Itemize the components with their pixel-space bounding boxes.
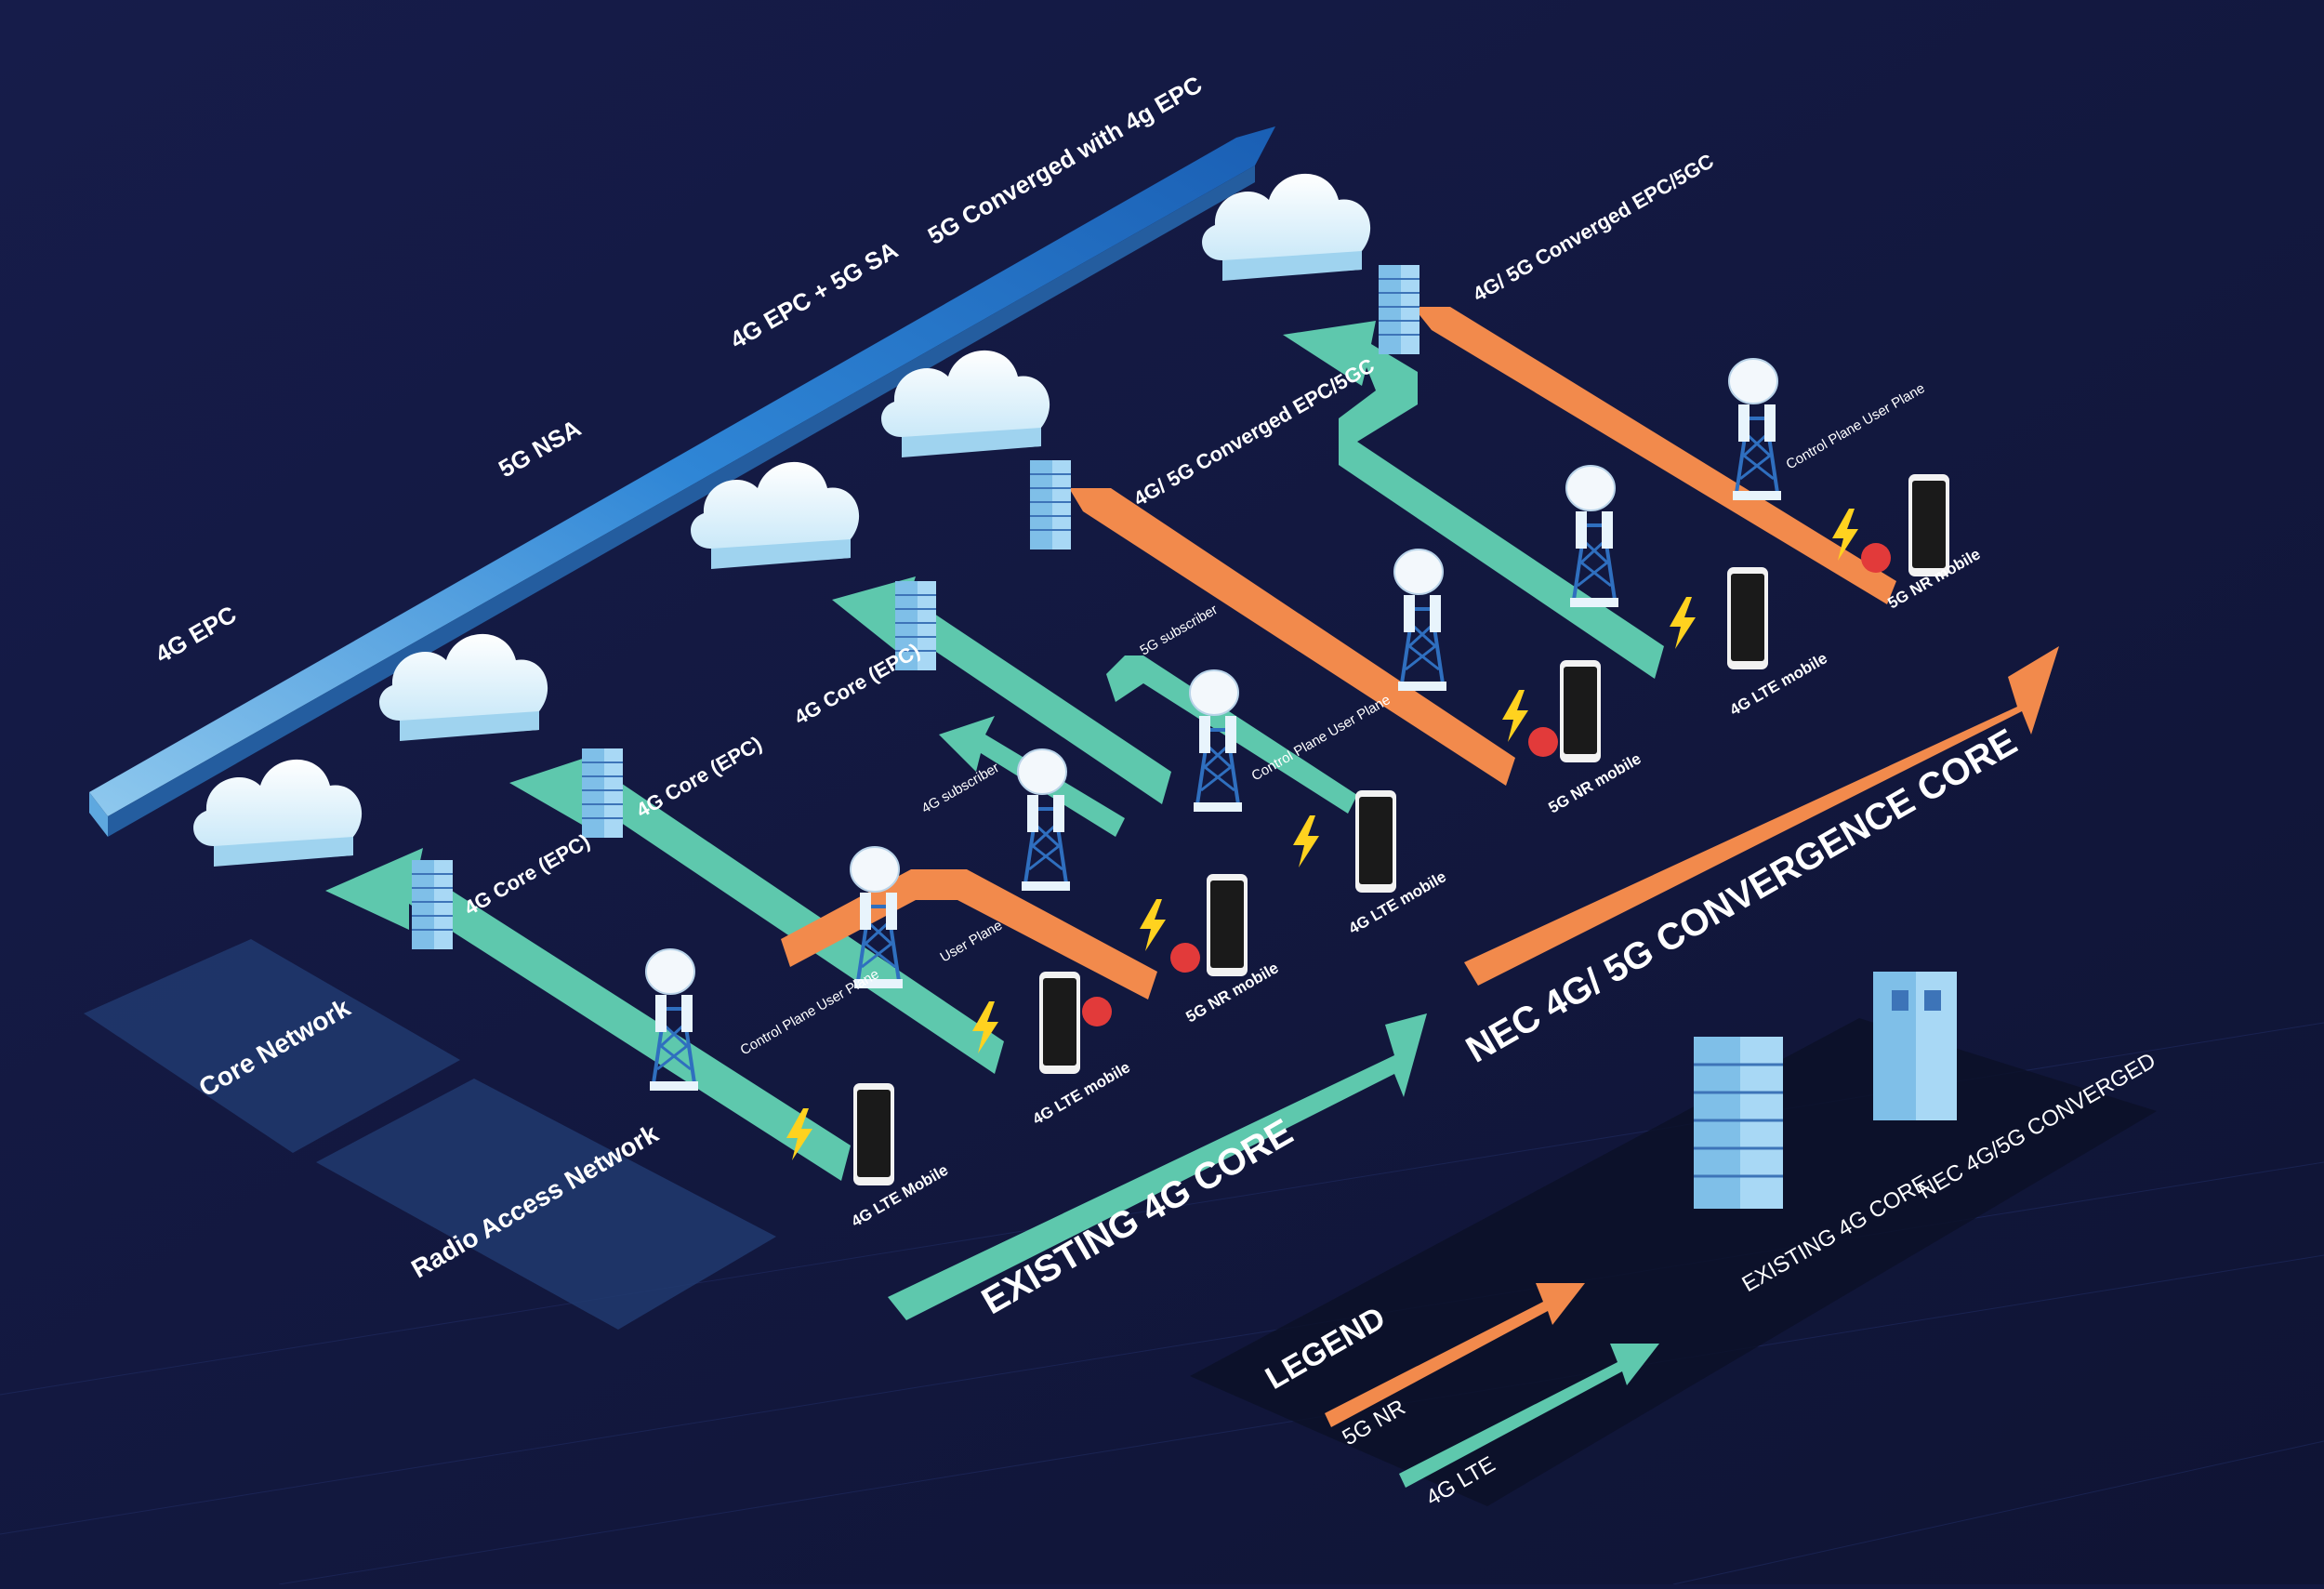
legend-panel [1190, 1018, 2157, 1506]
nr-badge-icon [1861, 543, 1891, 573]
phone-icon [1039, 972, 1080, 1074]
nr-badge-icon [1170, 943, 1200, 973]
legend-lte-arrow [1399, 1344, 1659, 1488]
nec-convergence-core-arrow [1464, 646, 2059, 986]
nr-badge-icon [1082, 997, 1112, 1026]
legend-existing-core-icon [1694, 1037, 1783, 1209]
phone-icon [1908, 474, 1949, 576]
server-icon [581, 748, 624, 839]
phone-icon [1560, 660, 1601, 762]
phone-icon [1727, 567, 1768, 669]
phone-icon [1355, 790, 1396, 893]
server-icon [411, 859, 454, 950]
radio-access-network-zone [316, 1079, 776, 1330]
existing-4g-core-arrow [888, 1013, 1427, 1320]
server-icon [1378, 264, 1420, 355]
phone-icon [1207, 874, 1248, 976]
phone-icon [853, 1083, 894, 1185]
legend-nec-converged-icon [1873, 972, 1957, 1120]
server-icon [1029, 459, 1072, 550]
nr-badge-icon [1528, 727, 1558, 757]
evolution-timeline [89, 126, 1275, 837]
legend-nr-arrow [1325, 1283, 1585, 1427]
core-network-zone [84, 939, 460, 1153]
nr-flows [781, 307, 1896, 1000]
